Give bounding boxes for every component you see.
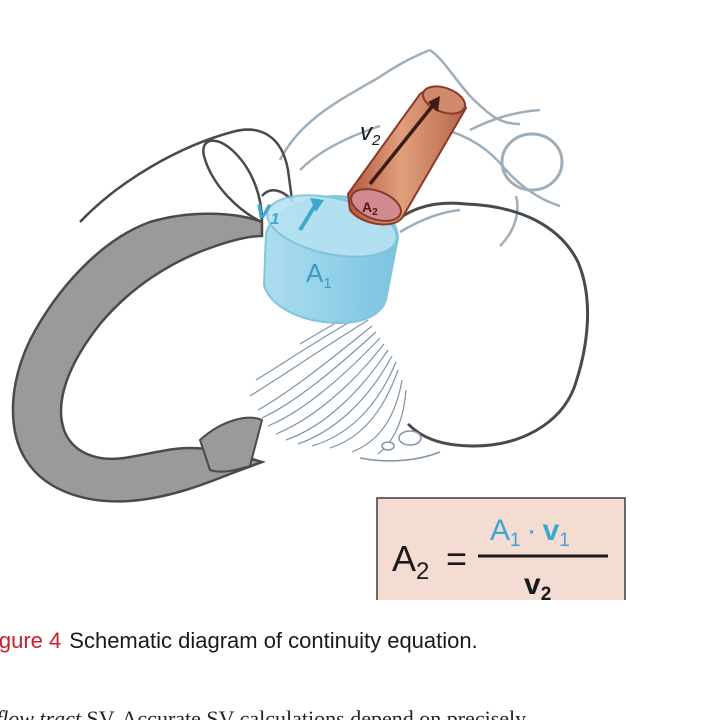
left-ventricle-myocardium xyxy=(11,212,266,503)
equation-numerator: A1·v1 xyxy=(490,514,570,551)
equation-numerator-A-sub: 1 xyxy=(510,530,521,551)
septum-thickness xyxy=(79,128,294,223)
equation-lhs-sub: 2 xyxy=(416,558,429,585)
continuity-equation-diagram: v2 v1 A2 A1 A2 = A1·v1 v2 xyxy=(11,48,626,600)
figure-caption-label: igure 4 xyxy=(0,628,62,653)
equation-box: A2 = A1·v1 v2 xyxy=(376,497,626,600)
equation-numerator-v: v xyxy=(543,514,560,547)
aorta-outline xyxy=(278,48,561,247)
equation-denominator: v2 xyxy=(524,568,551,600)
left-ventricle-apex-wall xyxy=(198,416,264,473)
label-v2: v2 xyxy=(360,119,381,149)
pulmonary-artery-ring xyxy=(500,132,564,192)
label-A2: A2 xyxy=(362,199,378,218)
coronary-sinus xyxy=(359,430,441,462)
septum-outline xyxy=(202,139,264,224)
label-v2-sub: 2 xyxy=(371,132,381,149)
velocity-arrow-v1 xyxy=(298,198,324,232)
equation-equals: = xyxy=(446,538,467,579)
label-v1-sub: 1 xyxy=(270,211,279,228)
body-text-italic: flow tract xyxy=(0,706,81,720)
label-v1: v1 xyxy=(256,194,279,228)
body-text-rest: SV. Accurate SV calculations depend on p… xyxy=(80,706,527,720)
body-text-line: flow tract SV. Accurate SV calculations … xyxy=(0,706,526,720)
left-atrium xyxy=(382,201,590,448)
velocity-arrow-v2 xyxy=(368,96,440,186)
figure-caption: igure 4 Schematic diagram of continuity e… xyxy=(0,628,478,654)
aortic-cylinder xyxy=(346,85,468,226)
label-A2-sub: 2 xyxy=(372,207,378,218)
figure-caption-text: Schematic diagram of continuity equation… xyxy=(69,628,478,653)
label-A1-sub: 1 xyxy=(323,275,331,292)
equation-lhs: A2 xyxy=(392,538,429,585)
equation-numerator-v-sub: 1 xyxy=(559,530,570,551)
equation-dot: · xyxy=(527,514,537,547)
equation-denominator-sub: 2 xyxy=(541,584,552,600)
label-A1: A1 xyxy=(306,258,332,292)
mitral-valve-chordae xyxy=(249,309,407,455)
